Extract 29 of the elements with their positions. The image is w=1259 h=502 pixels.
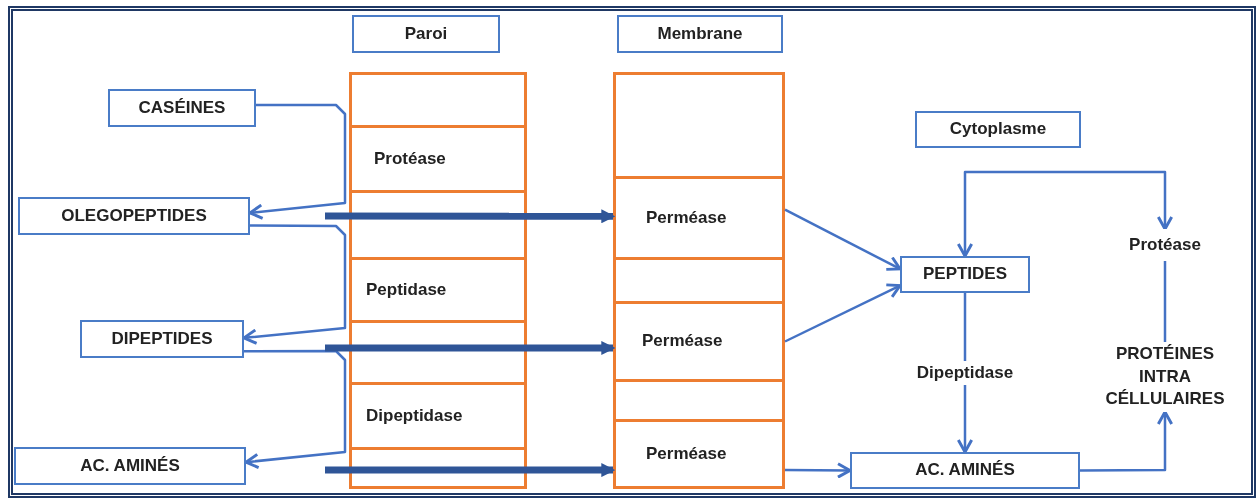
enzyme-cell: Protéase	[349, 125, 527, 193]
substrate-box: AC. AMINÉS	[850, 452, 1080, 489]
wall-cell	[349, 72, 527, 128]
arrow	[784, 283, 902, 343]
wall-cell	[349, 447, 527, 489]
enzyme-cell: Perméase	[613, 301, 785, 382]
arrow	[785, 462, 852, 479]
wall-cell	[349, 320, 527, 385]
substrate-box: DIPEPTIDES	[80, 320, 244, 358]
connector-line	[1163, 261, 1167, 342]
membrane-cell	[613, 257, 785, 304]
arrow	[1080, 410, 1174, 472]
substrate-box: OLEGOPEPTIDES	[18, 197, 250, 235]
membrane-cell	[613, 72, 785, 179]
arrow	[244, 349, 347, 470]
enzyme-cell: Perméase	[613, 419, 785, 489]
arrow	[956, 170, 1174, 258]
substrate-box: CASÉINES	[108, 89, 256, 127]
wall-cell	[349, 190, 527, 260]
arrow	[784, 208, 902, 271]
title-box: Membrane	[617, 15, 783, 53]
enzyme-cell: Perméase	[613, 176, 785, 260]
enzyme-cell: Dipeptidase	[349, 382, 527, 450]
substrate-box: AC. AMINÉS	[14, 447, 246, 485]
enzyme-cell: Peptidase	[349, 257, 527, 323]
substrate-box: PEPTIDES	[900, 256, 1030, 293]
title-box: Cytoplasme	[915, 111, 1081, 148]
membrane-cell	[613, 379, 785, 422]
title-box: Paroi	[352, 15, 500, 53]
